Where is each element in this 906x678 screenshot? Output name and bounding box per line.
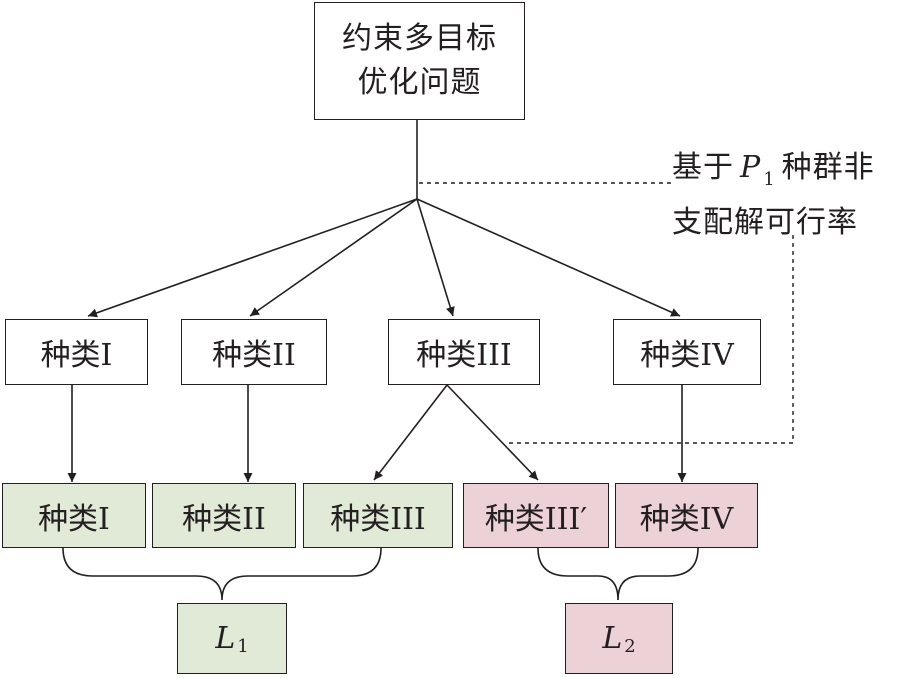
arrow-to-type-4 <box>416 198 681 317</box>
type-box-4: 种类IV <box>613 319 761 385</box>
green-box-1: 种类I <box>2 483 146 548</box>
arrow-to-type-3 <box>416 198 455 317</box>
note-prefix: 基于 <box>672 150 734 185</box>
note-sub: 1 <box>763 169 776 190</box>
group-l1-sub: 1 <box>237 636 249 657</box>
note-line-2: 支配解可行率 <box>672 205 858 240</box>
group-l2-var: L <box>602 621 623 656</box>
root-box: 约束多目标 优化问题 <box>314 2 525 120</box>
arrow-to-type-2 <box>249 198 418 317</box>
arrow-to-type-1 <box>87 198 418 318</box>
green-box-2: 种类II <box>152 483 296 548</box>
pink-box-2: 种类IV <box>615 483 758 548</box>
arrow-type-3-to-green <box>373 384 448 481</box>
root-line-2: 优化问题 <box>357 65 482 100</box>
pink-box-1: 种类III′ <box>463 483 609 548</box>
root-line-1: 约束多目标 <box>342 21 497 56</box>
group-l1-var: L <box>215 621 236 656</box>
type-box-2: 种类II <box>181 319 327 385</box>
green-box-3: 种类III <box>303 483 453 548</box>
brace-l2 <box>537 547 699 601</box>
note-var: P <box>740 150 762 185</box>
group-l2-sub: 2 <box>624 636 636 657</box>
arrow-type-3-to-pink <box>446 384 539 481</box>
brace-l1 <box>62 547 382 601</box>
type-box-1: 种类I <box>5 319 148 385</box>
dashed-note-connector-side <box>505 235 794 444</box>
type-box-3: 种类III <box>388 319 540 385</box>
note-suffix: 种群非 <box>781 150 875 185</box>
